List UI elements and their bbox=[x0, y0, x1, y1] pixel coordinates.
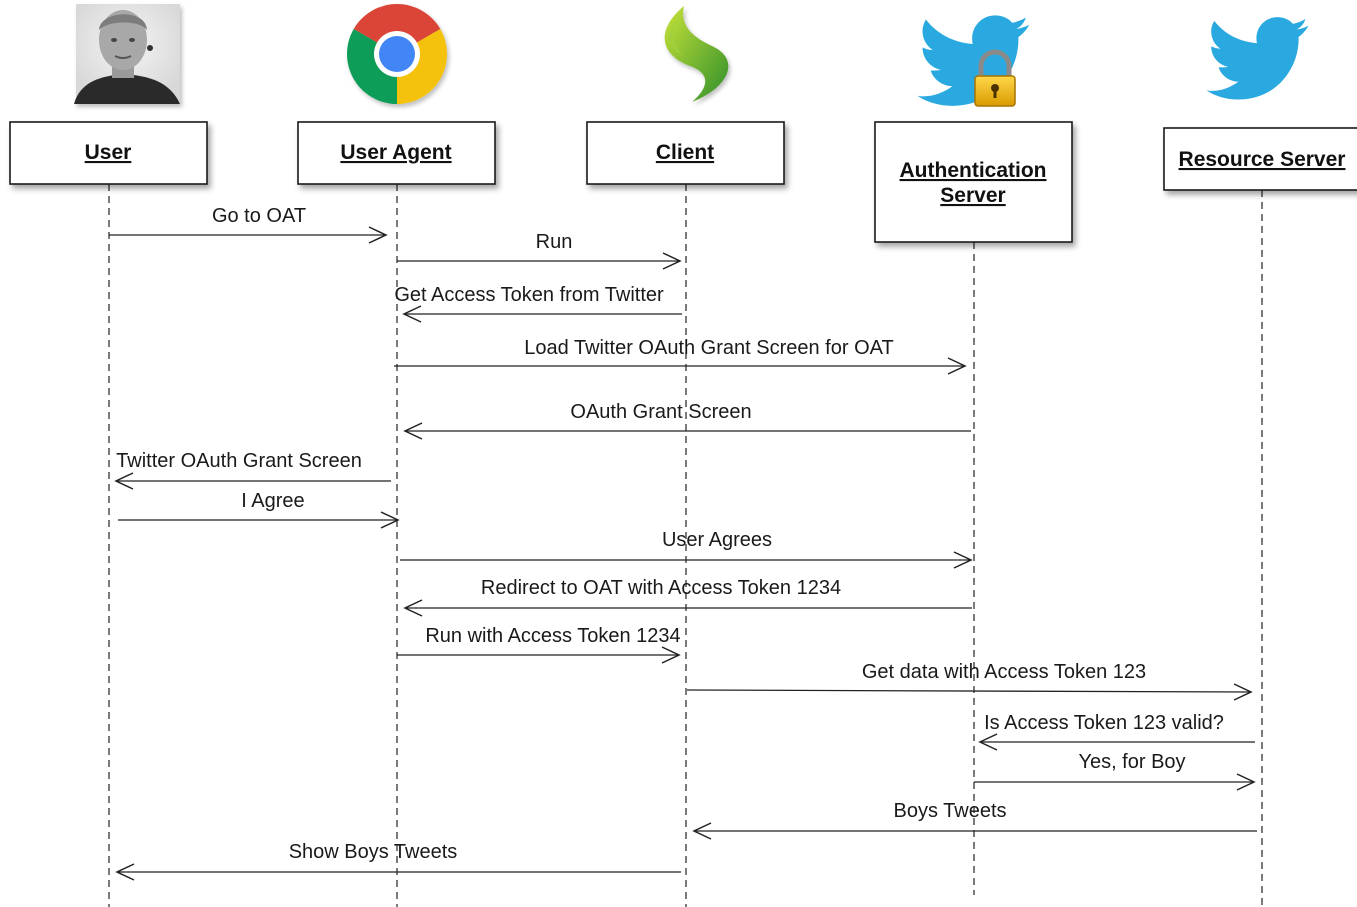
message-arrow: Yes, for Boy bbox=[974, 751, 1256, 791]
actor-user: User bbox=[9, 121, 208, 185]
message-label: Show Boys Tweets bbox=[289, 841, 458, 863]
actor-auth-server: Authentication Server bbox=[874, 121, 1073, 243]
message-label: Twitter OAuth Grant Screen bbox=[116, 450, 362, 472]
message-arrow: Run bbox=[397, 231, 682, 270]
message-label: Redirect to OAT with Access Token 1234 bbox=[481, 577, 841, 599]
message-arrow: Is Access Token 123 valid? bbox=[978, 712, 1255, 751]
sencha-icon bbox=[664, 6, 729, 102]
message-arrow: Redirect to OAT with Access Token 1234 bbox=[403, 577, 972, 617]
message-label: I Agree bbox=[241, 490, 304, 512]
message-arrow: Show Boys Tweets bbox=[115, 841, 681, 881]
message-label: Yes, for Boy bbox=[1078, 751, 1185, 773]
message-label: Run bbox=[536, 231, 573, 253]
message-arrow: I Agree bbox=[118, 490, 400, 529]
actor-label: Server bbox=[940, 184, 1005, 207]
message-arrow: Twitter OAuth Grant Screen bbox=[114, 450, 391, 490]
message-arrow: User Agrees bbox=[400, 529, 973, 569]
user-photo-icon bbox=[74, 4, 180, 104]
message-arrow: Boys Tweets bbox=[692, 800, 1257, 840]
message-label: Go to OAT bbox=[212, 205, 306, 227]
message-arrow: Get Access Token from Twitter bbox=[394, 284, 682, 323]
message-label: Get data with Access Token 123 bbox=[862, 661, 1146, 683]
actor-label: User bbox=[85, 141, 132, 164]
twitter-lock-icon bbox=[917, 15, 1030, 107]
twitter-bird-icon bbox=[1206, 17, 1309, 100]
message-arrow: OAuth Grant Screen bbox=[403, 401, 971, 440]
message-label: OAuth Grant Screen bbox=[570, 401, 751, 423]
actor-resource-server: Resource Server bbox=[1163, 127, 1357, 191]
message-arrow: Get data with Access Token 123 bbox=[686, 661, 1253, 701]
actor-label: User Agent bbox=[340, 141, 451, 164]
actor-label: Resource Server bbox=[1179, 148, 1346, 171]
message-arrow: Run with Access Token 1234 bbox=[397, 625, 681, 664]
message-label: Is Access Token 123 valid? bbox=[984, 712, 1224, 734]
message-arrow: Go to OAT bbox=[109, 205, 388, 244]
message-label: Run with Access Token 1234 bbox=[425, 625, 680, 647]
message-arrow: Load Twitter OAuth Grant Screen for OAT bbox=[394, 337, 967, 375]
actor-user-agent: User Agent bbox=[297, 121, 496, 185]
message-label: User Agrees bbox=[662, 529, 772, 551]
actor-client: Client bbox=[586, 121, 785, 185]
chrome-icon bbox=[347, 4, 447, 104]
actor-label: Client bbox=[656, 141, 714, 164]
message-label: Get Access Token from Twitter bbox=[394, 284, 664, 306]
message-label: Boys Tweets bbox=[893, 800, 1006, 822]
message-label: Load Twitter OAuth Grant Screen for OAT bbox=[524, 337, 893, 359]
actor-label: Authentication bbox=[900, 159, 1047, 182]
